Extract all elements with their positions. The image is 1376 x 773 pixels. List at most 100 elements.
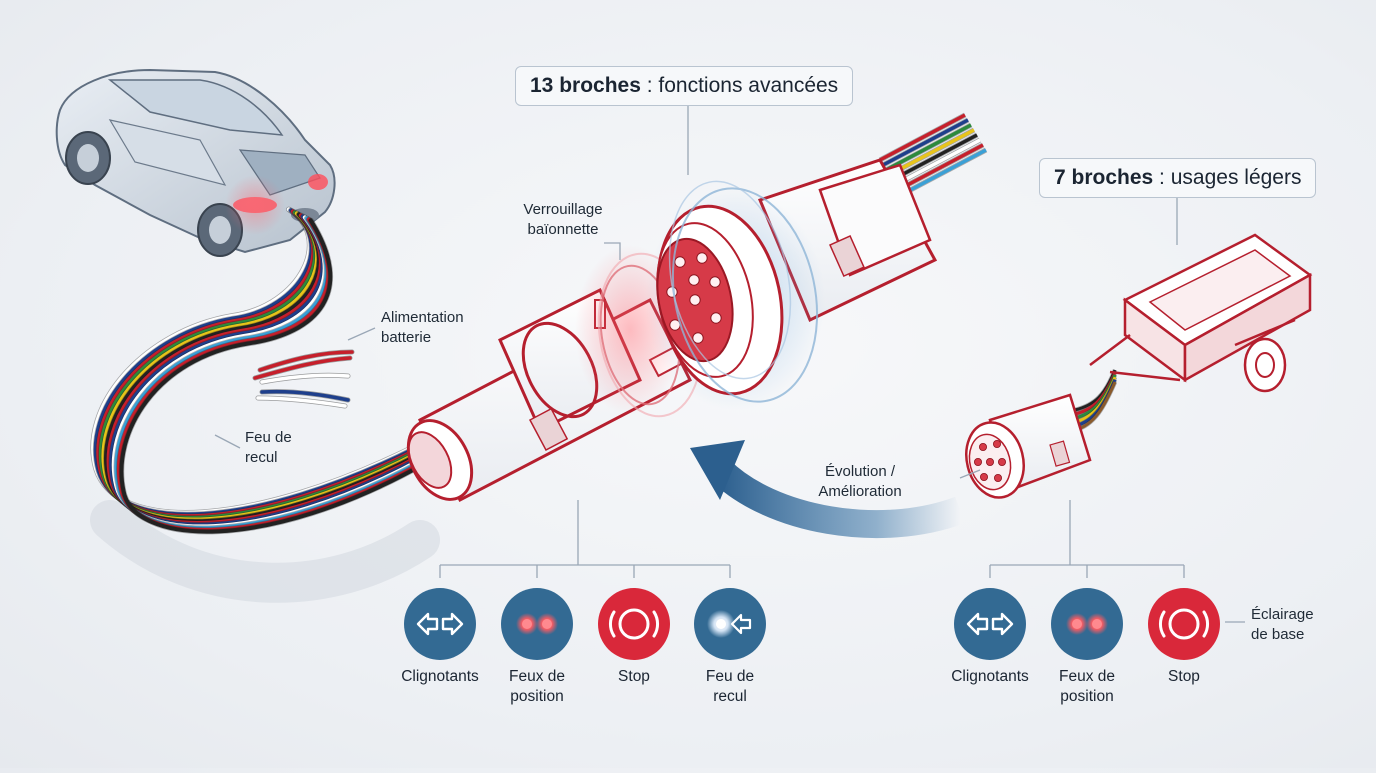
rear-wire [894, 138, 981, 187]
brake-icon [598, 588, 670, 660]
brake-arc-right [652, 610, 659, 638]
caption-line: Clignotants [951, 668, 1029, 685]
wire-harness [90, 206, 429, 535]
socket-pin [689, 294, 701, 306]
rear-wire [897, 143, 984, 192]
callout-7-pin: 7 broches : usages légers [1039, 158, 1317, 198]
caption-line: Clignotants [401, 668, 479, 685]
arrow-left [966, 612, 989, 636]
brake-arc-right [1202, 610, 1209, 638]
position-lights-icon [1051, 588, 1123, 660]
socket-pin [709, 276, 721, 288]
turn-signals-icon [404, 588, 476, 660]
label-reverse-wire-line-1: Feu de [245, 429, 292, 446]
label-reverse-wire: Feu de recul [245, 428, 292, 468]
brake-ring [1168, 608, 1200, 640]
caption-13-brake: Stop [574, 667, 694, 687]
caption-13-turn-signals: Clignotants [380, 667, 500, 687]
rear-wire [891, 133, 978, 182]
trailer-illustration [1089, 233, 1313, 393]
plug-pin [994, 473, 1003, 482]
arrow-left [416, 612, 439, 636]
rear-wire [882, 118, 969, 167]
badge-circle [404, 588, 476, 660]
loose-wire [260, 389, 350, 402]
socket-pin [674, 256, 686, 268]
label-evolution: Évolution / Amélioration [805, 462, 915, 502]
plug-pin [986, 457, 995, 466]
13-pin-plug [406, 245, 703, 503]
loose-wires [252, 349, 355, 409]
13-pin-socket [645, 158, 938, 410]
rear-wire [888, 128, 975, 177]
caption-line: recul [713, 688, 747, 705]
turn-signals-icon [954, 588, 1026, 660]
caption-line: Feux de [508, 668, 565, 685]
callout-13-pin-bold: 13 broches [530, 74, 641, 97]
label-bayonet-line-2: baïonnette [527, 221, 599, 238]
wire [106, 213, 423, 525]
socket-pins [666, 252, 722, 344]
wire [114, 216, 426, 531]
evolution-arrow [690, 440, 965, 539]
caption-line: Stop [618, 668, 650, 685]
trailer-wires [1074, 369, 1118, 433]
rear-wire [885, 123, 972, 172]
rear-wire [879, 113, 966, 162]
label-battery-supply: Alimentation batterie [381, 308, 464, 348]
brake-icon [1148, 588, 1220, 660]
badge-circle [1148, 588, 1220, 660]
arrow-right [991, 612, 1014, 636]
label-basic-lighting: Éclairage de base [1251, 605, 1314, 645]
callout-13-pin-rest: : fonctions avancées [640, 74, 839, 97]
label-bayonet-line-1: Verrouillage [523, 201, 603, 218]
caption-line: position [510, 688, 564, 705]
badge-circle [598, 588, 670, 660]
brake-ring [618, 608, 650, 640]
wire [109, 214, 424, 527]
socket-pin [710, 312, 722, 324]
brake-arc-left [609, 610, 616, 638]
wire [119, 218, 428, 534]
label-evolution-line-2: Amélioration [818, 483, 902, 500]
socket-pin [696, 252, 708, 264]
led [542, 619, 552, 629]
caption-line: Feu de [705, 668, 755, 685]
wire [96, 209, 419, 519]
white-light [716, 619, 726, 629]
leader-lines [214, 104, 1245, 623]
caption-line: Feux de [1058, 668, 1115, 685]
caption-13-position-lights: Feux de position [477, 667, 597, 707]
led [1072, 619, 1082, 629]
wire [104, 212, 422, 524]
caption-7-brake: Stop [1124, 667, 1244, 687]
label-evolution-line-1: Évolution / [824, 463, 896, 480]
car-illustration [55, 68, 336, 257]
wire [98, 210, 420, 520]
plug7-pins [974, 439, 1007, 482]
cable-shadow [90, 500, 440, 603]
wire [91, 207, 417, 515]
label-battery-line-1: Alimentation [381, 309, 464, 326]
brake-arc-left [1159, 610, 1166, 638]
label-bayonet-lock: Verrouillage baïonnette [518, 200, 608, 240]
position-lights-icon [501, 588, 573, 660]
plug-pin [980, 472, 989, 481]
plug-pin [974, 457, 983, 466]
label-basic-lighting-line-2: de base [1251, 626, 1305, 643]
reverse-light-icon [694, 588, 766, 660]
label-battery-line-2: batterie [381, 329, 432, 346]
caption-13-reverse-light: Feu de recul [670, 667, 790, 707]
plug-pin [993, 439, 1002, 448]
led [522, 619, 532, 629]
callout-13-pin: 13 broches : fonctions avancées [515, 66, 854, 106]
badges-13-pin [404, 588, 766, 660]
label-reverse-wire-line-2: recul [245, 449, 278, 466]
loose-wire [258, 350, 354, 372]
wire [93, 208, 418, 517]
plug-pin [979, 442, 988, 451]
wire [111, 215, 425, 529]
callout-7-pin-rest: : usages légers [1153, 166, 1302, 189]
7-pin-plug [965, 393, 1092, 499]
